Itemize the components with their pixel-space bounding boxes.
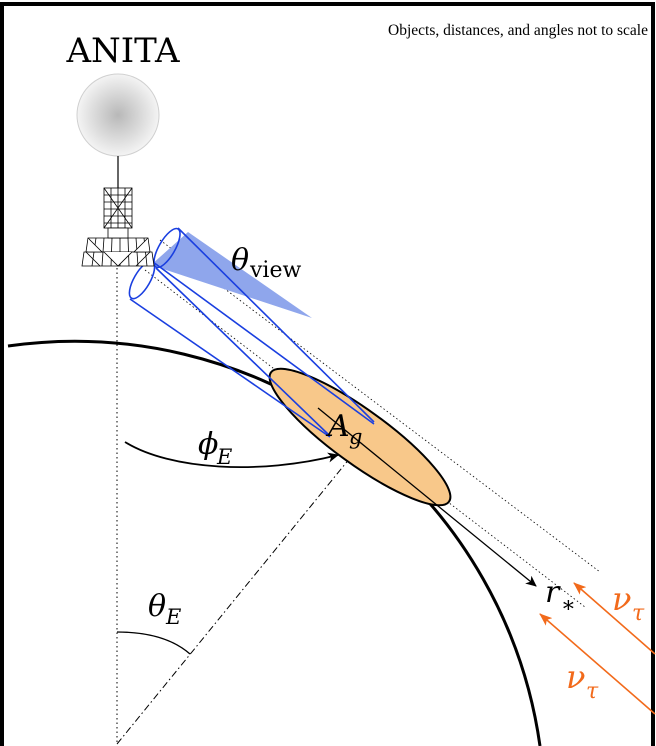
phi-e-subscript: E xyxy=(216,445,232,469)
ground-footprint-ellipse xyxy=(268,367,452,507)
nu-tau-upper-symbol: ν xyxy=(612,580,631,618)
r-star-symbol: r xyxy=(545,575,561,610)
ag-subscript: g xyxy=(349,425,362,449)
neutrino-arrow-lower xyxy=(539,613,656,715)
balloon-icon xyxy=(76,73,160,188)
r-star-subscript: ∗ xyxy=(561,593,576,618)
neutrino-arrow-upper xyxy=(573,582,656,655)
ag-symbol: A xyxy=(325,409,350,444)
theta-e-symbol: θ xyxy=(148,589,166,624)
anita-title: ANITA xyxy=(65,31,180,71)
phi-e-symbol: ϕ xyxy=(198,427,218,462)
antenna-payload-icon xyxy=(81,187,155,267)
r-star-arrow xyxy=(317,407,537,587)
nu-tau-lower-symbol: ν xyxy=(566,658,585,696)
nu-tau-upper-subscript: τ xyxy=(632,601,645,626)
theta-view-subscript: view xyxy=(249,258,301,283)
scale-note: Objects, distances, and angles not to sc… xyxy=(388,22,648,39)
theta-view-symbol: θ xyxy=(231,243,249,278)
beam-upper-dotted xyxy=(159,239,601,573)
earth-surface xyxy=(7,339,542,746)
phi-e-arc xyxy=(124,441,339,469)
theta-e-arc xyxy=(116,631,191,655)
theta-e-subscript: E xyxy=(165,605,181,629)
nu-tau-lower-subscript: τ xyxy=(586,679,599,704)
earth-radius-line xyxy=(116,457,351,745)
theta-view-wedge xyxy=(151,232,312,318)
